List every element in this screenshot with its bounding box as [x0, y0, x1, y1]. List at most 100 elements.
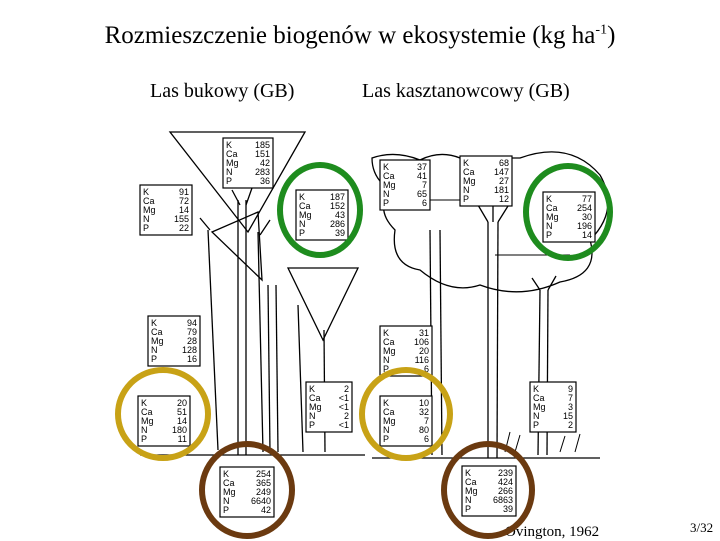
- nutrient-value: 79: [187, 327, 197, 337]
- nutrient-value: 365: [256, 478, 271, 488]
- nutrient-label: N: [141, 425, 148, 435]
- nutrient-value: 68: [499, 158, 509, 168]
- nutrient-label: Mg: [383, 346, 396, 356]
- nutrient-label: Mg: [309, 402, 322, 412]
- nutrient-value: 7: [568, 393, 573, 403]
- nutrient-value: 77: [582, 194, 592, 204]
- nutrient-label: K: [383, 328, 389, 338]
- nutrient-value: 20: [177, 398, 187, 408]
- nutrient-value: 6: [424, 364, 429, 374]
- nutrient-label: N: [533, 411, 540, 421]
- nutrient-value: 14: [177, 416, 187, 426]
- nutrient-value: 2: [344, 411, 349, 421]
- nutrient-label: Ca: [383, 337, 395, 347]
- nutrient-label: Mg: [143, 205, 156, 215]
- page-title: Rozmieszczenie biogenów w ekosystemie (k…: [104, 22, 616, 49]
- nutrient-value: 2: [344, 384, 349, 394]
- nutrient-value: 155: [174, 214, 189, 224]
- nutrient-value: 37: [417, 162, 427, 172]
- subtitle-chestnut-forest: Las kasztanowcowy (GB): [362, 80, 570, 102]
- nutrient-value: 11: [178, 434, 187, 444]
- nutrient-value: 41: [417, 171, 427, 181]
- nutrient-value: 128: [182, 345, 197, 355]
- nutrient-label: Mg: [223, 487, 236, 497]
- nutrient-label: K: [299, 192, 305, 202]
- nutrient-label: Mg: [141, 416, 154, 426]
- nutrient-label: N: [226, 167, 233, 177]
- nutrient-label: Ca: [309, 393, 321, 403]
- nutrient-label: Mg: [463, 176, 476, 186]
- nutrient-value: 187: [330, 192, 345, 202]
- nutrient-label: Ca: [533, 393, 545, 403]
- nutrient-label: N: [546, 221, 553, 231]
- nutrient-value: 16: [187, 354, 197, 364]
- nutrient-label: N: [143, 214, 150, 224]
- nutrient-label: Mg: [383, 416, 396, 426]
- nutrient-label: P: [533, 420, 539, 430]
- nutrient-value: 116: [415, 355, 429, 365]
- subtitle-beech-forest: Las bukowy (GB): [150, 80, 295, 102]
- beech-soil-highlight-ring: [199, 441, 295, 539]
- chestnut-leaves-highlight-ring: [523, 163, 613, 261]
- nutrient-value: 39: [335, 228, 345, 238]
- nutrient-value: 91: [179, 187, 189, 197]
- nutrient-value: 14: [582, 230, 592, 240]
- nutrient-label: Mg: [226, 158, 239, 168]
- nutrient-label: N: [223, 496, 230, 506]
- nutrient-value: <1: [339, 402, 349, 412]
- nutrient-label: Ca: [383, 407, 395, 417]
- nutrient-label: Ca: [151, 327, 163, 337]
- nutrient-label: N: [383, 425, 390, 435]
- nutrient-value: 39: [503, 504, 513, 514]
- nutrient-label: P: [309, 420, 315, 430]
- nutrient-label: P: [463, 194, 469, 204]
- nutrient-value: 51: [177, 407, 187, 417]
- nutrient-value: 2: [568, 420, 573, 430]
- nutrient-value: 32: [419, 407, 429, 417]
- nutrient-value: 12: [499, 194, 509, 204]
- nutrient-value: 36: [260, 176, 270, 186]
- nutrient-label: Mg: [383, 180, 396, 190]
- nutrient-label: P: [141, 434, 147, 444]
- nutrient-label: Mg: [151, 336, 164, 346]
- citation: Ovington, 1962: [505, 524, 600, 540]
- nutrient-value: 65: [417, 189, 427, 199]
- nutrient-value: 152: [330, 201, 345, 211]
- nutrient-label: Ca: [226, 149, 238, 159]
- nutrient-value: 3: [568, 402, 573, 412]
- nutrient-label: P: [465, 504, 471, 514]
- nutrient-value: 151: [255, 149, 270, 159]
- nutrient-value: 6640: [251, 496, 271, 506]
- nutrient-value: 14: [179, 205, 189, 215]
- nutrient-label: P: [226, 176, 232, 186]
- nutrient-value: 6863: [493, 495, 513, 505]
- nutrient-label: Ca: [143, 196, 155, 206]
- nutrient-label: Ca: [463, 167, 475, 177]
- nutrient-value: <1: [339, 420, 349, 430]
- nutrient-value: 15: [563, 411, 573, 421]
- nutrient-value: 147: [494, 167, 509, 177]
- nutrient-value: 424: [498, 477, 513, 487]
- nutrient-label: P: [223, 505, 229, 515]
- nutrient-value: 106: [414, 337, 429, 347]
- nutrient-label: Ca: [141, 407, 153, 417]
- nutrient-value: 283: [255, 167, 270, 177]
- nutrient-value: 249: [256, 487, 271, 497]
- nutrient-value: 94: [187, 318, 197, 328]
- nutrient-value: 254: [256, 469, 271, 479]
- nutrient-value: 196: [577, 221, 592, 231]
- nutrient-value: 9: [568, 384, 573, 394]
- nutrient-label: Mg: [533, 402, 546, 412]
- nutrient-label: P: [143, 223, 149, 233]
- nutrient-value: 6: [424, 434, 429, 444]
